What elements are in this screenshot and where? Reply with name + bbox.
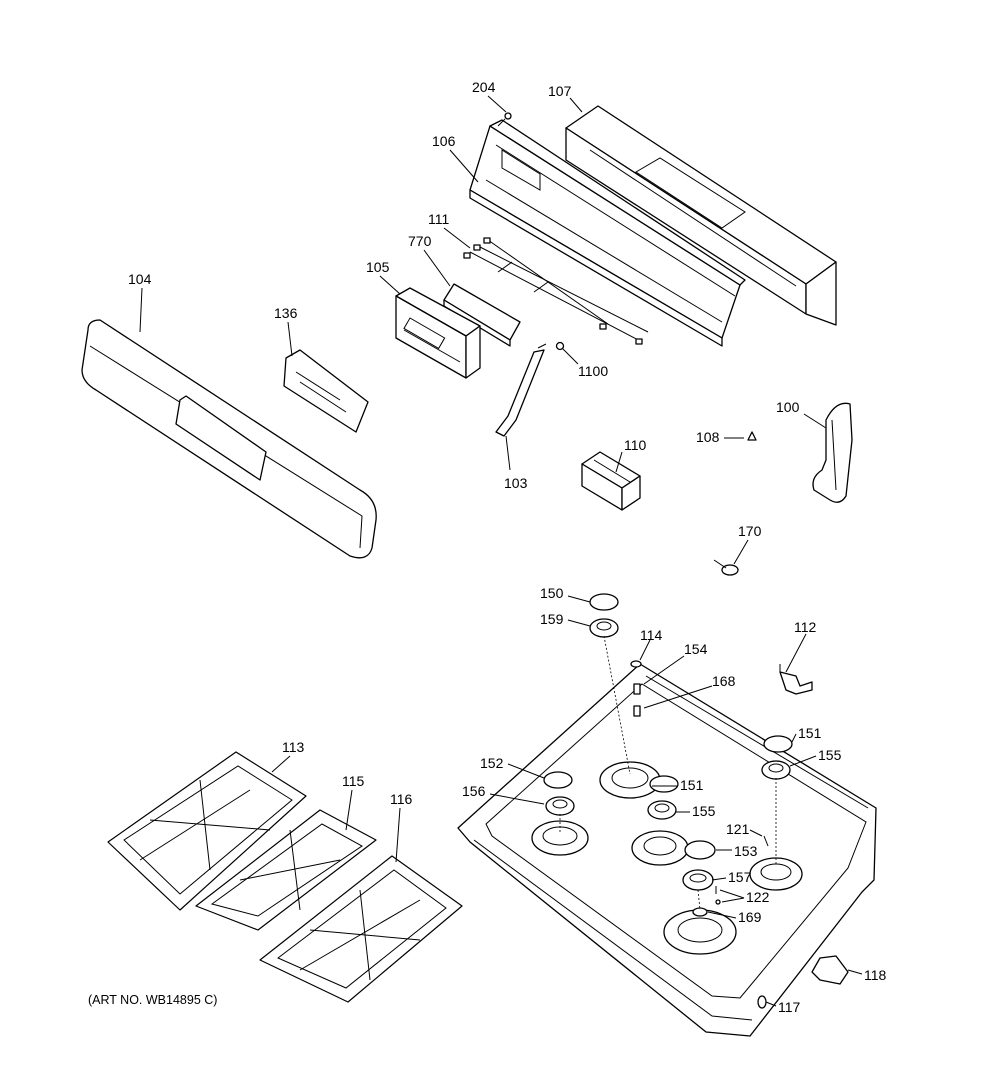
art-number: (ART NO. WB14895 C)	[88, 993, 217, 1007]
label-112: 112	[794, 619, 817, 635]
label-151-center: 151	[680, 777, 704, 793]
part-104-control-panel[interactable]	[81, 319, 377, 559]
part-136-overlay[interactable]	[283, 349, 369, 433]
label-103: 103	[504, 475, 528, 491]
label-151-right: 151	[798, 725, 822, 741]
part-107-rear-cover[interactable]	[565, 105, 837, 326]
part-150-burner-cap[interactable]	[589, 593, 619, 611]
label-122: 122	[746, 889, 770, 905]
part-116-grate[interactable]	[259, 855, 463, 1003]
label-116: 116	[390, 791, 413, 807]
part-117-foot[interactable]	[757, 995, 767, 1009]
part-115-grate[interactable]	[195, 809, 377, 931]
part-204-screw[interactable]	[497, 112, 512, 127]
label-1100: 1100	[578, 363, 608, 379]
label-150: 150	[540, 585, 564, 601]
part-168-igniter[interactable]	[633, 705, 641, 717]
part-151-burner-cap-center[interactable]	[649, 775, 679, 793]
label-204: 204	[472, 79, 496, 95]
part-156-burner-head[interactable]	[545, 796, 575, 816]
label-170: 170	[738, 523, 762, 539]
label-100: 100	[776, 399, 800, 415]
label-117: 117	[778, 999, 801, 1015]
part-1100-screw[interactable]	[555, 341, 565, 351]
label-770: 770	[408, 233, 432, 249]
part-152-burner-cap[interactable]	[543, 771, 573, 789]
part-100-side-trim[interactable]	[812, 402, 853, 503]
part-154-screw[interactable]	[633, 683, 641, 695]
part-103-support-arm[interactable]	[495, 343, 547, 437]
part-159-burner-head[interactable]	[589, 618, 619, 638]
label-115: 115	[342, 773, 365, 789]
label-159: 159	[540, 611, 564, 627]
part-151-burner-cap-right[interactable]	[763, 735, 793, 753]
burner-center[interactable]	[631, 830, 689, 866]
label-110: 110	[624, 437, 647, 453]
label-104: 104	[128, 271, 152, 287]
part-121-screw[interactable]	[763, 835, 769, 847]
part-106-backsplash-frame[interactable]	[469, 119, 746, 347]
label-152: 152	[480, 755, 504, 771]
label-114: 114	[640, 627, 663, 643]
label-154: 154	[684, 641, 708, 657]
part-157-burner-head-large[interactable]	[682, 869, 714, 891]
callout-labels: 204 107 106 111 770 105 104 136 1100 103…	[128, 79, 887, 1015]
part-122-screws[interactable]	[715, 886, 721, 905]
label-107: 107	[548, 83, 572, 99]
label-121: 121	[726, 821, 750, 837]
part-170-screw[interactable]	[713, 559, 739, 576]
part-112-igniter-switch[interactable]	[779, 664, 813, 695]
part-111-wire-harness[interactable]	[463, 237, 649, 345]
part-155-burner-head-right[interactable]	[761, 760, 791, 780]
part-114-spacer[interactable]	[630, 660, 642, 668]
part-108-screw[interactable]	[747, 431, 757, 441]
label-169: 169	[738, 909, 762, 925]
label-156: 156	[462, 783, 486, 799]
label-105: 105	[366, 259, 390, 275]
part-169-orifice[interactable]	[692, 907, 708, 917]
label-113: 113	[282, 739, 305, 755]
part-118-clip[interactable]	[811, 955, 849, 985]
label-155-right: 155	[818, 747, 842, 763]
label-136: 136	[274, 305, 298, 321]
burner-front-left[interactable]	[531, 820, 589, 856]
part-770-bracket[interactable]	[443, 283, 521, 347]
label-153: 153	[734, 843, 758, 859]
label-108: 108	[696, 429, 720, 445]
part-105-control-board[interactable]	[395, 287, 481, 379]
part-113-grate[interactable]	[107, 751, 307, 911]
label-157: 157	[728, 869, 752, 885]
label-111: 111	[428, 211, 449, 227]
label-106: 106	[432, 133, 456, 149]
label-168: 168	[712, 673, 736, 689]
part-153-burner-cap-large[interactable]	[684, 840, 716, 860]
leader-lines	[139, 95, 863, 1007]
part-110-terminal-block[interactable]	[581, 451, 641, 511]
label-118: 118	[864, 967, 887, 983]
label-155-center: 155	[692, 803, 716, 819]
part-155-burner-head-center[interactable]	[647, 800, 677, 820]
